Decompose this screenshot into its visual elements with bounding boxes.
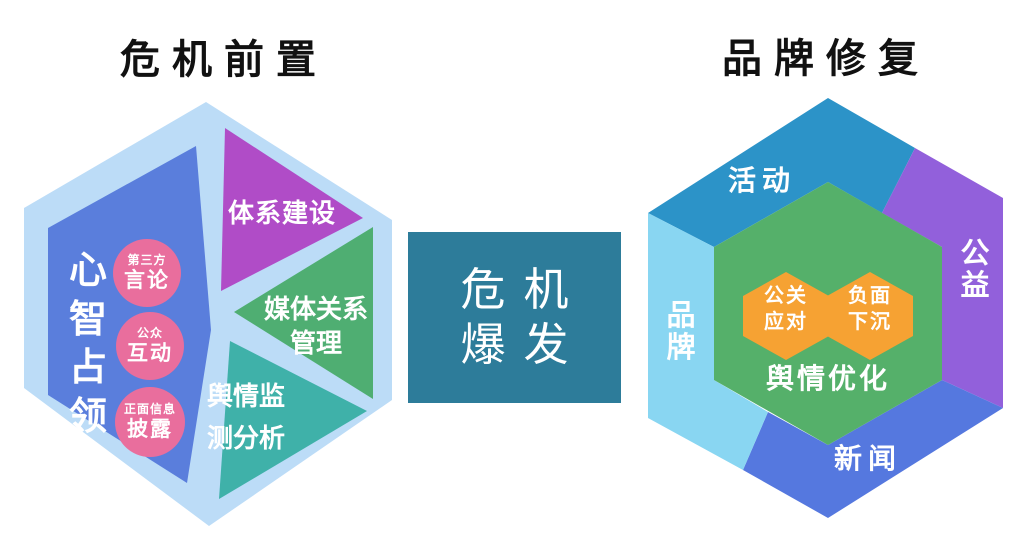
pr-response-hexagon bbox=[743, 272, 829, 360]
negative-sink-hexagon bbox=[827, 272, 913, 360]
media-relations-line2: 管理 bbox=[289, 327, 342, 358]
bubble-positive-sub: 正面信息 bbox=[123, 401, 176, 416]
bubble-positive: 正面信息 披露 bbox=[114, 386, 186, 458]
mind-occupation-label: 心智占领 bbox=[68, 250, 107, 438]
opinion-monitoring-line1: 舆情监 bbox=[207, 381, 286, 411]
bubble-third-party-circle bbox=[113, 239, 181, 307]
negative-sink-label: 负面 下沉 bbox=[828, 283, 912, 336]
pr-response-line2: 应对 bbox=[764, 311, 808, 334]
bubble-positive-main: 披露 bbox=[127, 417, 173, 441]
media-relations-line1: 媒体关系 bbox=[263, 294, 368, 324]
media-relations-triangle bbox=[234, 227, 373, 399]
pr-response-label: 公关 应对 bbox=[744, 283, 828, 336]
system-building-label: 体系建设 bbox=[227, 198, 336, 228]
bubble-public-circle bbox=[116, 312, 184, 380]
bubble-public-sub: 公众 bbox=[136, 325, 163, 340]
opinion-optimization-label: 舆情优化 bbox=[765, 363, 890, 394]
left-title: 危机前置 bbox=[120, 38, 328, 82]
segment-charity bbox=[882, 148, 1003, 408]
segment-activity-label: 活动 bbox=[727, 165, 796, 196]
system-building-triangle bbox=[221, 128, 363, 291]
opinion-monitoring-label: 舆情监 测分析 bbox=[207, 375, 325, 459]
bubble-third-party-sub: 第三方 bbox=[127, 252, 167, 267]
right-title: 品牌修复 bbox=[722, 37, 930, 81]
segment-news bbox=[743, 380, 1003, 518]
bubble-public: 公众 互动 bbox=[115, 311, 185, 381]
opinion-monitoring-triangle bbox=[219, 341, 367, 499]
bubble-third-party-main: 言论 bbox=[124, 268, 170, 292]
segment-charity-label: 公益 bbox=[960, 238, 990, 303]
negative-sink-line1: 负面 bbox=[848, 285, 892, 307]
segment-brand-label: 品牌 bbox=[666, 300, 696, 365]
media-relations-label: 媒体关系 管理 bbox=[252, 293, 380, 361]
crisis-outbreak-line1: 危机 bbox=[460, 263, 587, 315]
crisis-outbreak-line2: 爆发 bbox=[460, 318, 587, 370]
segment-brand bbox=[648, 213, 768, 470]
crisis-outbreak-box: 危机 爆发 bbox=[408, 232, 621, 403]
bubble-positive-circle bbox=[115, 387, 185, 457]
negative-sink-line2: 下沉 bbox=[848, 311, 892, 334]
pr-response-line1: 公关 bbox=[764, 285, 808, 307]
segment-news-label: 新闻 bbox=[833, 443, 902, 474]
segment-activity bbox=[648, 98, 915, 247]
bubble-public-main: 互动 bbox=[127, 341, 173, 365]
bubble-third-party: 第三方 言论 bbox=[112, 238, 182, 308]
opinion-monitoring-line2: 测分析 bbox=[207, 423, 286, 454]
